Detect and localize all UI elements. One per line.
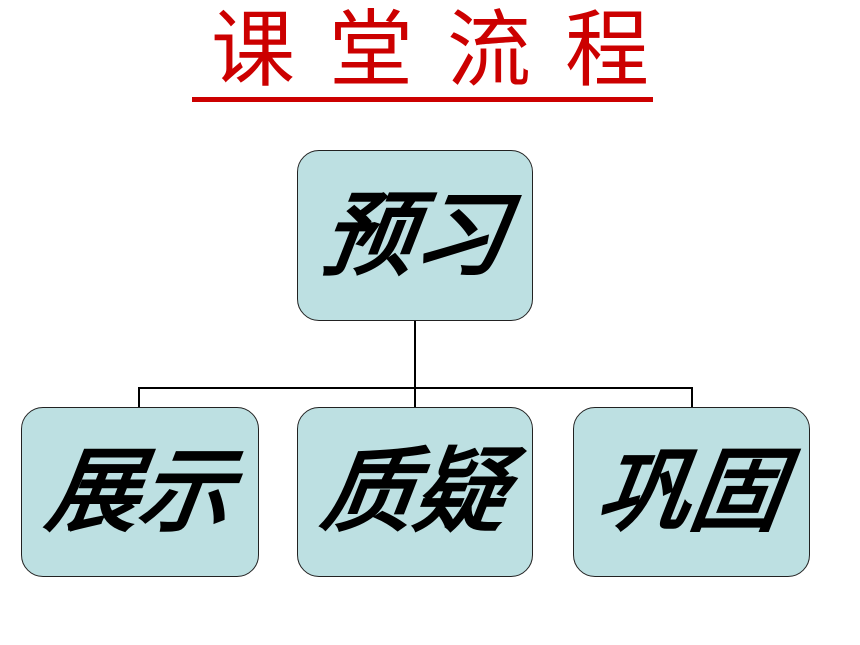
node-present: 展示 bbox=[21, 407, 259, 577]
node-preview: 预习 bbox=[297, 150, 533, 321]
node-consolidate: 巩固 bbox=[573, 407, 810, 577]
title-underline bbox=[192, 97, 653, 102]
node-question-label: 质疑 bbox=[315, 438, 515, 545]
node-question: 质疑 bbox=[297, 407, 533, 577]
node-preview-label: 预习 bbox=[315, 181, 515, 289]
node-present-label: 展示 bbox=[40, 438, 240, 545]
node-consolidate-label: 巩固 bbox=[592, 438, 792, 545]
page-title: 课堂流程 bbox=[210, 1, 683, 99]
